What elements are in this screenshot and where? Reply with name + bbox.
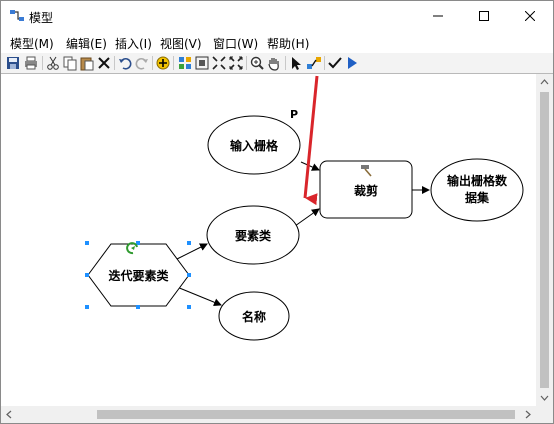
validate-icon[interactable]	[327, 55, 343, 71]
scroll-right-icon[interactable]	[525, 410, 531, 419]
redo-icon[interactable]	[134, 55, 150, 71]
cut-icon[interactable]	[45, 55, 61, 71]
connect-icon[interactable]	[306, 55, 322, 71]
close-button[interactable]	[507, 1, 553, 31]
maximize-button[interactable]	[461, 1, 507, 31]
toolbar-separator	[152, 56, 153, 70]
fit-extent-icon[interactable]	[194, 55, 210, 71]
name-node-label: 名称	[242, 309, 266, 324]
output-raster-label-line2: 据集	[465, 190, 490, 205]
output-raster-node[interactable]	[430, 158, 524, 222]
red-annotation-arrow	[303, 75, 319, 206]
horizontal-scrollbar[interactable]	[1, 406, 536, 423]
print-icon[interactable]	[23, 55, 39, 71]
auto-layout-icon[interactable]	[177, 55, 193, 71]
paste-icon[interactable]	[79, 55, 95, 71]
zoom-extent-icon[interactable]	[228, 55, 244, 71]
add-data-icon[interactable]	[155, 55, 171, 71]
iterator-refresh-icon	[126, 242, 138, 255]
toolbar-separator	[285, 56, 286, 70]
toolbar-separator	[114, 56, 115, 70]
feature-class-node[interactable]	[206, 205, 300, 265]
vertical-scroll-thumb[interactable]	[540, 92, 549, 388]
clip-tool-node[interactable]	[319, 160, 413, 219]
connector-raster-to-clip	[300, 161, 320, 171]
scroll-left-icon[interactable]	[6, 410, 12, 419]
modelbuilder-icon	[10, 10, 24, 21]
save-icon[interactable]	[5, 55, 21, 71]
menu-help[interactable]: 帮助(H)	[267, 37, 310, 51]
horizontal-scrollbar-graphic	[6, 410, 531, 419]
parameter-marker: P	[290, 108, 298, 121]
menu-bar: 模型(M) 编辑(E) 插入(I) 视图(V) 窗口(W) 帮助(H)	[1, 31, 553, 53]
scroll-down-icon[interactable]	[540, 395, 549, 401]
toolbar-separator	[246, 56, 247, 70]
toolbar-separator	[173, 56, 174, 70]
window-title: 模型	[29, 11, 54, 25]
zoom-in-icon[interactable]	[249, 55, 265, 71]
menu-view[interactable]: 视图(V)	[160, 37, 202, 51]
scrollbar-corner	[536, 406, 553, 423]
copy-icon[interactable]	[62, 55, 78, 71]
hammer-icon	[361, 165, 372, 177]
maximize-icon	[479, 11, 489, 21]
input-raster-label: 输入栅格	[230, 138, 279, 153]
close-icon	[525, 11, 535, 21]
undo-icon[interactable]	[117, 55, 133, 71]
output-raster-label-line1: 输出栅格数	[447, 173, 508, 188]
model-canvas[interactable]: 迭代要素类 要素类 名称 输入栅格 P 裁剪	[1, 74, 536, 406]
menu-insert[interactable]: 插入(I)	[115, 37, 152, 51]
minimize-icon	[433, 15, 443, 17]
menu-edit[interactable]: 编辑(E)	[66, 37, 107, 51]
feature-class-label: 要素类	[235, 228, 272, 243]
selection-handles[interactable]	[85, 241, 191, 309]
full-extent-icon[interactable]	[211, 55, 227, 71]
title-bar: 模型	[1, 1, 553, 31]
input-raster-node[interactable]	[207, 115, 301, 175]
iterate-node-label: 迭代要素类	[108, 268, 169, 283]
toolbar-separator	[324, 56, 325, 70]
vertical-scrollbar-graphic	[540, 79, 549, 401]
connector-iterate-to-features	[176, 243, 208, 260]
connector-iterate-to-name	[176, 286, 222, 307]
minimize-button[interactable]	[415, 1, 461, 31]
name-node[interactable]	[218, 291, 290, 341]
scroll-up-icon[interactable]	[540, 79, 549, 85]
run-icon[interactable]	[344, 55, 360, 71]
select-icon[interactable]	[288, 55, 304, 71]
clip-tool-label: 裁剪	[354, 183, 378, 198]
menu-window[interactable]: 窗口(W)	[213, 37, 259, 51]
toolbar-separator	[42, 56, 43, 70]
vertical-scrollbar[interactable]	[536, 74, 553, 406]
menu-model[interactable]: 模型(M)	[10, 37, 54, 51]
horizontal-scroll-thumb[interactable]	[97, 410, 515, 419]
model-diagram: 迭代要素类 要素类 名称 输入栅格 P 裁剪	[85, 75, 524, 341]
connector-features-to-clip	[294, 208, 320, 227]
delete-icon[interactable]	[96, 55, 112, 71]
pan-icon[interactable]	[266, 55, 282, 71]
toolbar	[1, 53, 553, 74]
